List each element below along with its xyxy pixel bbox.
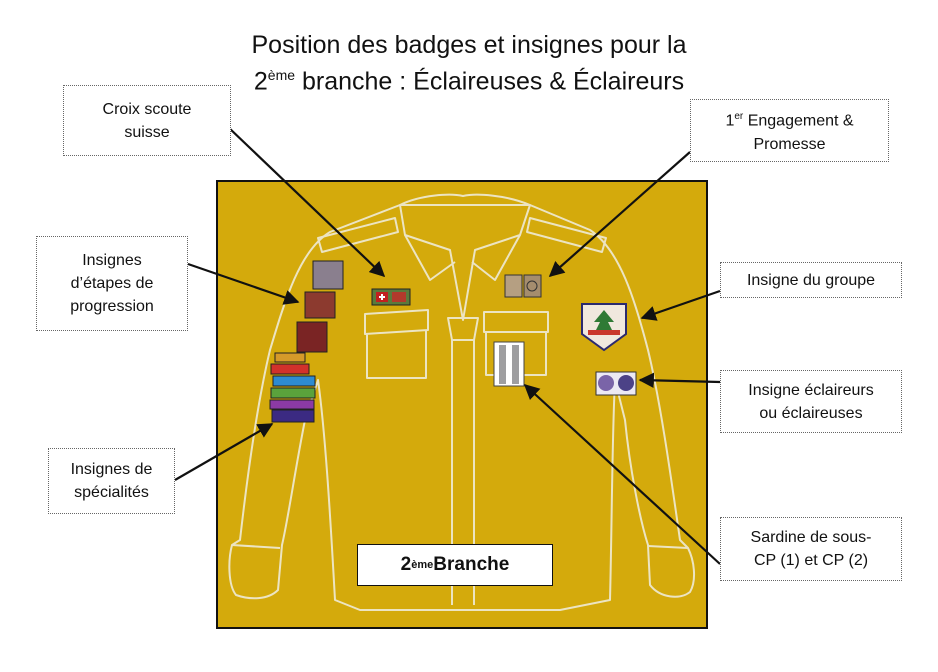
shirt-outline bbox=[228, 193, 696, 611]
label-sardine: Sardine de sous-CP (1) et CP (2) bbox=[720, 517, 902, 581]
sardine-badges bbox=[493, 341, 525, 387]
arrow-etapes bbox=[187, 262, 300, 305]
label-groupe: Insigne du groupe bbox=[720, 262, 902, 298]
neckerchief-knot bbox=[447, 317, 479, 341]
groupe-badge bbox=[581, 303, 627, 352]
left-pocket bbox=[364, 309, 429, 379]
arrow-groupe bbox=[640, 289, 721, 321]
croix-badge bbox=[371, 288, 411, 306]
shirt-body bbox=[228, 204, 696, 611]
arrow-engagement bbox=[548, 151, 691, 278]
right-cuff bbox=[647, 545, 689, 549]
etapes-badges bbox=[296, 260, 344, 353]
arrow-sardine bbox=[523, 383, 721, 565]
left-epaulette bbox=[317, 217, 399, 253]
engagement-badges bbox=[504, 274, 542, 298]
title-line-2: 2ème branche : Éclaireuses & Éclaireurs bbox=[253, 67, 685, 96]
label-engagement: 1er Engagement &Promesse bbox=[690, 99, 889, 162]
left-cuff bbox=[231, 544, 281, 549]
arrows bbox=[174, 126, 721, 565]
eclaireurs-badge bbox=[595, 371, 637, 396]
right-epaulette bbox=[526, 217, 607, 253]
arrow-eclaireurs bbox=[638, 372, 721, 389]
diagram-title: Position des badges et insignes pour la … bbox=[0, 30, 938, 96]
specialites-badges bbox=[269, 352, 316, 423]
arrow-croix bbox=[227, 126, 386, 278]
collar-fold bbox=[404, 234, 521, 281]
collar bbox=[399, 193, 531, 321]
title-line-1: Position des badges et insignes pour la bbox=[251, 31, 687, 59]
arrow-specialites bbox=[174, 423, 274, 481]
